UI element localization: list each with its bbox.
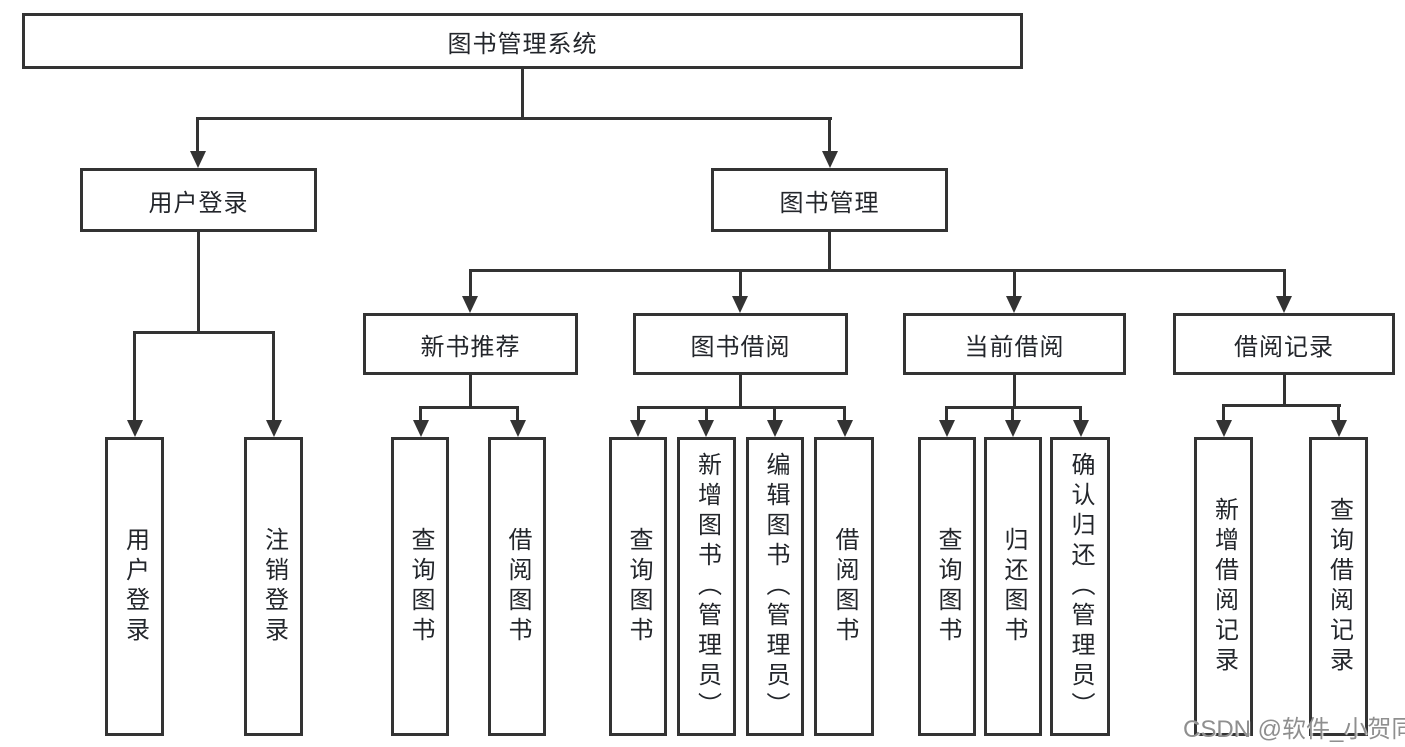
connector-vline [419, 406, 422, 421]
leaf-label: 编辑图书（管理员） [762, 451, 789, 722]
connector-hline [196, 117, 832, 120]
arrow-down-icon [1006, 296, 1022, 313]
connector-vline [197, 232, 200, 334]
node-book-borrowing: 图书借阅 [633, 313, 848, 375]
connector-vline [739, 269, 742, 298]
connector-vline [843, 406, 846, 421]
node-label: 当前借阅 [964, 333, 1065, 361]
node-new-book-recommend: 新书推荐 [363, 313, 578, 375]
leaf-edit-book-admin: 编辑图书（管理员） [746, 437, 804, 736]
arrow-down-icon [510, 420, 526, 437]
connector-hline [637, 406, 846, 409]
connector-vline [945, 406, 948, 421]
arrow-down-icon [1073, 420, 1089, 437]
leaf-logout: 注销登录 [244, 437, 303, 736]
arrow-down-icon [837, 420, 853, 437]
node-label: 图书管理系统 [447, 30, 598, 58]
arrow-down-icon [732, 296, 748, 313]
node-label: 用户登录 [148, 189, 249, 217]
leaf-confirm-return-admin: 确认归还（管理员） [1050, 437, 1110, 736]
leaf-label: 查询图书 [934, 526, 961, 647]
connector-vline [1283, 375, 1286, 407]
arrow-down-icon [190, 151, 206, 168]
connector-vline [1013, 375, 1016, 409]
connector-vline [469, 375, 472, 409]
connector-vline [1011, 406, 1014, 421]
leaf-add-borrow-record: 新增借阅记录 [1194, 437, 1253, 736]
arrow-down-icon [1005, 420, 1021, 437]
watermark-text: CSDN @软件_小贺同学 [1183, 716, 1405, 743]
arrow-down-icon [1216, 420, 1232, 437]
leaf-borrow-books-recommend: 借阅图书 [488, 437, 546, 736]
arrow-down-icon [1331, 420, 1347, 437]
leaf-label: 借阅图书 [831, 526, 858, 647]
leaf-label: 借阅图书 [504, 526, 531, 647]
connector-vline [196, 117, 199, 152]
leaf-label: 用户登录 [121, 526, 149, 647]
leaf-label: 确认归还（管理员） [1067, 451, 1094, 722]
arrow-down-icon [767, 420, 783, 437]
node-label: 图书借阅 [690, 333, 791, 361]
node-current-borrowing: 当前借阅 [903, 313, 1126, 375]
leaf-return-books: 归还图书 [984, 437, 1042, 736]
connector-vline [705, 406, 708, 421]
leaf-label: 新增借阅记录 [1210, 496, 1238, 677]
arrow-down-icon [630, 420, 646, 437]
leaf-user-login: 用户登录 [105, 437, 164, 736]
connector-vline [1283, 269, 1286, 298]
connector-hline [133, 331, 275, 334]
leaf-label: 注销登录 [260, 526, 288, 647]
leaf-label: 归还图书 [1000, 526, 1027, 647]
arrow-down-icon [462, 296, 478, 313]
connector-vline [469, 269, 472, 298]
arrow-down-icon [939, 420, 955, 437]
connector-vline [773, 406, 776, 421]
leaf-label: 查询借阅记录 [1325, 496, 1353, 677]
node-label: 新书推荐 [420, 333, 521, 361]
arrow-down-icon [822, 151, 838, 168]
leaf-query-books-current: 查询图书 [918, 437, 976, 736]
leaf-label: 查询图书 [407, 526, 434, 647]
leaf-label: 新增图书（管理员） [693, 451, 721, 722]
node-user-login: 用户登录 [80, 168, 317, 232]
connector-vline [739, 375, 742, 409]
node-borrowing-records: 借阅记录 [1173, 313, 1395, 375]
arrow-down-icon [127, 420, 143, 437]
connector-vline [637, 406, 640, 421]
node-label: 图书管理 [779, 189, 880, 217]
arrow-down-icon [413, 420, 429, 437]
connector-hline [469, 269, 1286, 272]
connector-vline [828, 232, 831, 272]
node-book-management: 图书管理 [711, 168, 948, 232]
connector-vline [516, 406, 519, 421]
arrow-down-icon [698, 420, 714, 437]
connector-vline [1337, 404, 1340, 421]
leaf-query-books-borrowing: 查询图书 [609, 437, 667, 736]
connector-vline [828, 117, 831, 152]
connector-vline [272, 331, 275, 421]
leaf-query-borrow-record: 查询借阅记录 [1309, 437, 1368, 736]
node-library-management-system: 图书管理系统 [22, 13, 1023, 69]
node-label: 借阅记录 [1234, 333, 1334, 361]
connector-vline [521, 69, 524, 120]
connector-vline [1013, 269, 1016, 298]
arrow-down-icon [266, 420, 282, 437]
leaf-query-books-recommend: 查询图书 [391, 437, 449, 736]
leaf-add-book-admin: 新增图书（管理员） [677, 437, 736, 736]
leaf-borrow-books-borrowing: 借阅图书 [814, 437, 874, 736]
connector-vline [1222, 404, 1225, 421]
connector-hline [419, 406, 519, 409]
connector-vline [133, 331, 136, 421]
connector-vline [1079, 406, 1082, 421]
leaf-label: 查询图书 [625, 526, 652, 647]
connector-hline [1222, 404, 1341, 407]
arrow-down-icon [1276, 296, 1292, 313]
